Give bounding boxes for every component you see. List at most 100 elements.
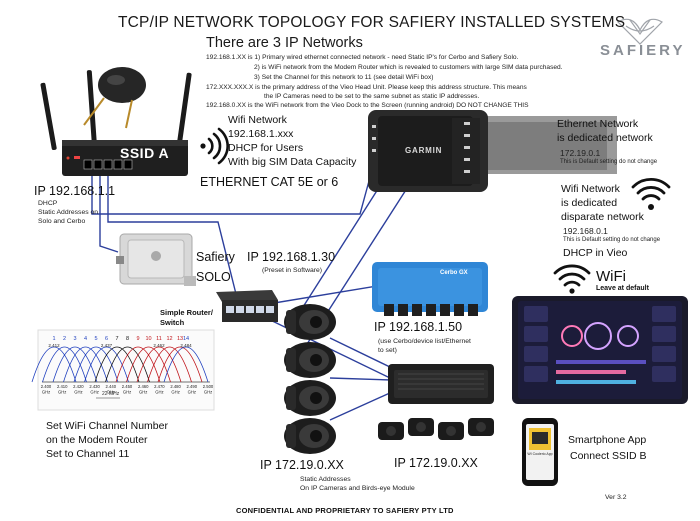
channel-number-6: 6: [105, 336, 108, 342]
module-ip: IP 172.19.0.XX: [394, 456, 478, 470]
camera-note-2: On IP Cameras and Birds-eye Module: [300, 485, 415, 492]
channel-number-1: 1: [52, 336, 55, 342]
freq-label-8-1: GHz: [171, 390, 179, 395]
ip-cameras: [284, 304, 336, 454]
ethernet-network-line-2: is dedicated network: [557, 132, 653, 144]
vieo-wifi-note: This is Default setting do not change: [563, 237, 661, 243]
router-antenna-3: [176, 72, 192, 153]
center-freq-2.484: 2.484: [180, 343, 192, 348]
note-line-5: the IP Cameras need to be set to the sam…: [264, 93, 480, 100]
freq-label-2-1: GHz: [74, 390, 82, 395]
smartphone-screen-text: WI Coolerio App: [527, 452, 553, 456]
channel-number-8: 8: [126, 336, 129, 342]
freq-label-4-1: GHz: [107, 390, 115, 395]
channel-arc-6: [84, 346, 129, 383]
solo-ip: IP 192.168.1.30: [247, 250, 336, 264]
channel-number-7: 7: [115, 336, 118, 342]
proximity-sensors: [378, 418, 494, 440]
footer-confidential: CONFIDENTIAL AND PROPRIETARY TO SAFIERY …: [236, 506, 454, 515]
center-freq-2.412: 2.412: [48, 343, 60, 348]
version-label: Ver 3.2: [605, 494, 627, 501]
freq-label-7-0: 2.470: [154, 384, 165, 389]
connection-lines: [91, 167, 421, 421]
wifi-channel-line-3: Set to Channel 11: [46, 448, 130, 460]
birds-eye-module: [388, 364, 494, 404]
router-detail-3: Solo and Cerbo: [38, 218, 86, 225]
camera-note-1: Static Addresses: [300, 476, 351, 483]
router-port-5: [123, 159, 133, 170]
center-freq-2.462: 2.462: [153, 343, 165, 348]
freq-label-1-1: GHz: [58, 390, 66, 395]
freq-label-10-0: 2.500: [203, 384, 214, 389]
ethernet-cat-label: ETHERNET CAT 5E or 6: [200, 175, 339, 189]
router-detail-2: Static Addresses on: [38, 209, 99, 216]
channel-arc-12: [147, 346, 192, 383]
wifi-network-line-1: Wifi Network: [228, 114, 287, 126]
ip-camera-3: [284, 380, 336, 416]
router-ssid-label: SSID A: [120, 145, 170, 161]
vieo-dhcp-label: DHCP in Vieo: [563, 247, 628, 259]
line-cam-to-module-1: [329, 337, 393, 369]
wifi-network-line-3: DHCP for Users: [228, 142, 304, 154]
router-detail-1: DHCP: [38, 200, 58, 207]
channel-arc-9: [115, 346, 161, 383]
channel-number-2: 2: [63, 336, 66, 342]
vieo-display-screen: [512, 296, 688, 404]
wifi-network-line-4: With big SIM Data Capacity: [228, 156, 357, 168]
cerbo-gx-device: [372, 262, 488, 316]
router-port-4: [113, 159, 123, 170]
diagram-subtitle: There are 3 IP Networks: [206, 35, 363, 51]
center-freq-2.437: 2.437: [101, 343, 113, 348]
freq-label-6-0: 2.460: [138, 384, 149, 389]
cerbo-ip: IP 192.168.1.50: [374, 320, 463, 334]
wifi-box-label: WiFi: [596, 268, 626, 285]
diagram-title: TCP/IP NETWORK TOPOLOGY FOR SAFIERY INST…: [118, 14, 626, 31]
wifi-box-icon: [553, 264, 591, 294]
freq-label-5-1: GHz: [123, 390, 131, 395]
line-cam-to-module-2: [329, 377, 393, 381]
camera-ip: IP 172.19.0.XX: [260, 458, 344, 472]
note-line-6: 192.168.0.XX is the WiFi network from th…: [206, 102, 529, 109]
switch-label-2: Switch: [160, 318, 185, 327]
ethernet-network-ip: 172.19.0.1: [560, 148, 601, 158]
vieo-wifi-waves-icon: [631, 177, 671, 210]
channel-number-14: 14: [183, 336, 189, 342]
channel-arc-5: [73, 346, 119, 383]
head-unit: [368, 110, 617, 192]
channel-arc-10: [126, 346, 171, 383]
wifi-channel-line-2: on the Modem Router: [46, 434, 148, 446]
wifi-box-sub: Leave at default: [596, 285, 649, 292]
router-port-2: [93, 159, 103, 170]
ip-camera-2: [284, 342, 336, 378]
vieo-wifi-ip: 192.168.0.1: [563, 226, 608, 236]
vieo-wifi-line-3: disparate network: [561, 211, 644, 223]
network-switch: [216, 290, 278, 322]
ip-camera-4: [284, 418, 336, 454]
line-cam-to-module-3: [329, 391, 393, 421]
modem-router: [40, 67, 192, 176]
channel-number-9: 9: [136, 336, 139, 342]
channel-number-3: 3: [73, 336, 76, 342]
channel-arc-2: [42, 346, 87, 383]
cerbo-note-1: (use Cerbo/device list/Ethernet: [378, 338, 471, 345]
solo-label-a: Safiery: [196, 250, 235, 264]
freq-label-10-1: GHz: [204, 390, 212, 395]
note-line-2: 2) is WiFi network from the Modem Router…: [254, 64, 563, 71]
channel-arc-3: [52, 346, 98, 383]
line-router-to-solo: [99, 172, 119, 253]
channel-arc-13: [157, 346, 203, 383]
vieo-wifi-line-1: Wifi Network: [561, 183, 620, 195]
freq-label-3-0: 2.430: [89, 384, 100, 389]
freq-label-9-1: GHz: [188, 390, 196, 395]
channel-number-5: 5: [94, 336, 97, 342]
ip-camera-1: [284, 304, 336, 340]
wifi-network-line-2: 192.168.1.xxx: [228, 128, 294, 140]
router-port-1: [83, 159, 93, 170]
freq-label-7-1: GHz: [155, 390, 163, 395]
channel-arc-8: [105, 346, 150, 383]
chart-bandwidth-label: 22 MHz: [102, 391, 120, 397]
router-ip: IP 192.168.1.1: [34, 184, 116, 198]
freq-label-6-1: GHz: [139, 390, 147, 395]
head-unit-logo: GARMIN: [405, 146, 443, 155]
